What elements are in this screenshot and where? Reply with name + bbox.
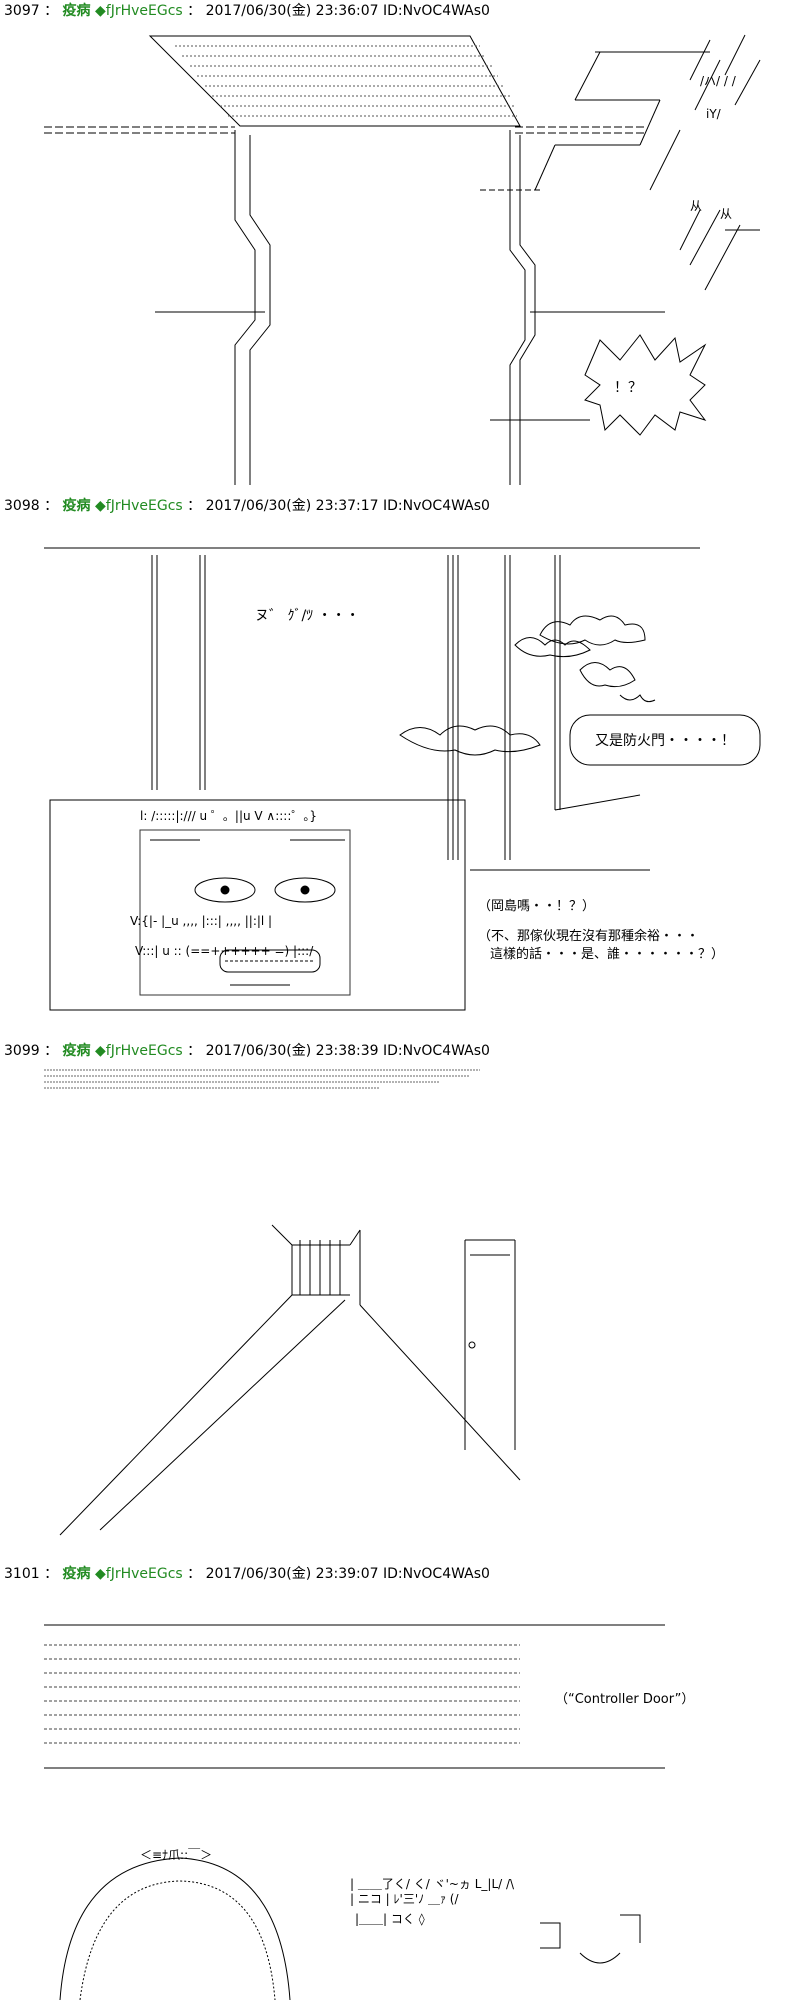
burst-text: ！？ (614, 380, 642, 396)
post-id[interactable]: ID:NvOC4WAs0 (383, 1043, 490, 1059)
thought-line-3: 這樣的話・・・是、誰・・・・・・？） (490, 946, 724, 962)
poster-name[interactable]: 疫病 (62, 3, 91, 19)
post-header: 3101 ： 疫病 ◆fJrHveEGcs ： 2017/06/30(金) 23… (4, 1565, 490, 1583)
speech-bubble-text: 又是防火門・・・・！ (595, 733, 735, 749)
post-separator: ： (44, 498, 59, 514)
poster-name[interactable]: 疫病 (62, 1043, 91, 1059)
ascii-art-fire-door: l: /:::::|:/// u ゜。||u V ∧::::゜。} V:{|- … (44, 547, 761, 1011)
post-number: 3098 (4, 498, 40, 514)
ascii-glyph: V:{|- |_u ,,,, |:::| ,,,, ||:|l | (130, 914, 272, 928)
ascii-art-controller-door: ＜≡ﾅ爪::￣＞ | ＿＿了く/ く/ ヾ'~ヵ L_|L/ /\ | ニコ |… (44, 1624, 694, 2000)
ascii-art-doorway (44, 1069, 521, 1536)
poster-name[interactable]: 疫病 (62, 498, 91, 514)
post-datetime: 2017/06/30(金) 23:38:39 (205, 1043, 379, 1059)
post-3097: 3097 ： 疫病 ◆fJrHveEGcs ： 2017/06/30(金) 23… (0, 0, 800, 490)
post-separator: ： (44, 3, 59, 19)
post-3099: 3099 ： 疫病 ◆fJrHveEGcs ： 2017/06/30(金) 23… (0, 1040, 800, 1536)
thought-line-1: （岡島嗎・・！？） (478, 899, 595, 914)
ascii-glyph: 从 (690, 199, 702, 213)
post-separator: ： (44, 1566, 59, 1582)
post-datetime: 2017/06/30(金) 23:36:07 (205, 3, 379, 19)
post-datetime: 2017/06/30(金) 23:37:17 (205, 498, 379, 514)
post-number: 3097 (4, 3, 40, 19)
post-id[interactable]: ID:NvOC4WAs0 (383, 498, 490, 514)
poster-name[interactable]: 疫病 (62, 1566, 91, 1582)
sfx-text: ヌ゛ ｸﾞ/ﾂ ・・・ (255, 608, 360, 624)
ascii-glyph: l: /:::::|:/// u ゜。||u V ∧::::゜。} (140, 809, 317, 823)
post-colon: ： (187, 498, 202, 514)
ascii-glyph: V:::| u :: (==++++++ =) |:::/ (135, 944, 314, 958)
poster-trip: ◆fJrHveEGcs (95, 3, 183, 19)
post-id[interactable]: ID:NvOC4WAs0 (383, 1566, 490, 1582)
poster-trip: ◆fJrHveEGcs (95, 1043, 183, 1059)
caption-text: （“Controller Door”） (555, 1692, 694, 1707)
ascii-glyph: /ハ/ / / (700, 74, 737, 88)
thought-line-2: （不、那傢伙現在沒有那種余裕・・・ (478, 928, 699, 944)
ascii-glyph: iY/ (706, 107, 722, 121)
post-3098: 3098 ： 疫病 ◆fJrHveEGcs ： 2017/06/30(金) 23… (0, 495, 800, 1015)
post-header: 3098 ： 疫病 ◆fJrHveEGcs ： 2017/06/30(金) 23… (4, 497, 490, 515)
ascii-art-corridor: /ハ/ / / iY/ 从 从 ！？ (44, 34, 761, 485)
post-datetime: 2017/06/30(金) 23:39:07 (205, 1566, 379, 1582)
post-colon: ： (187, 1566, 202, 1582)
post-separator: ： (44, 1043, 59, 1059)
ascii-glyph: 从 (720, 207, 732, 221)
post-3101: 3101 ： 疫病 ◆fJrHveEGcs ： 2017/06/30(金) 23… (0, 1563, 800, 2000)
ascii-glyph: ＜≡ﾅ爪::￣＞ (140, 1848, 212, 1862)
poster-trip: ◆fJrHveEGcs (95, 1566, 183, 1582)
ascii-glyph: | ニコ | ﾚ'三'ﾉ ＿ｧ (/ (350, 1892, 459, 1906)
post-header: 3099 ： 疫病 ◆fJrHveEGcs ： 2017/06/30(金) 23… (4, 1042, 490, 1060)
post-colon: ： (187, 1043, 202, 1059)
post-colon: ： (187, 3, 202, 19)
poster-trip: ◆fJrHveEGcs (95, 498, 183, 514)
post-header: 3097 ： 疫病 ◆fJrHveEGcs ： 2017/06/30(金) 23… (4, 2, 490, 20)
post-id[interactable]: ID:NvOC4WAs0 (383, 3, 490, 19)
ascii-glyph: |＿＿| コく ◊ (355, 1912, 425, 1926)
ascii-glyph: | ＿＿了く/ く/ ヾ'~ヵ L_|L/ /\ (350, 1877, 515, 1891)
post-number: 3099 (4, 1043, 40, 1059)
post-number: 3101 (4, 1566, 40, 1582)
